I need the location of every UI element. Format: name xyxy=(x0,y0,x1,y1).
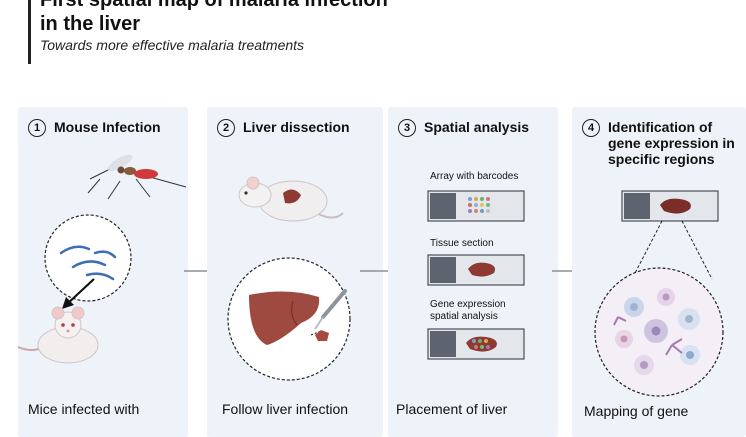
step-panel-3: 3 Spatial analysis Array with barcodes T… xyxy=(388,107,558,437)
zoom-lines xyxy=(631,220,713,280)
step-number-4: 4 xyxy=(582,119,600,137)
step-header-3: 3 Spatial analysis xyxy=(398,119,552,137)
mosquito-icon xyxy=(87,154,187,200)
step-header-4: 4 Identification of gene expression in s… xyxy=(582,119,740,167)
title-accent-bar xyxy=(28,0,31,64)
sporozoite-icon xyxy=(44,214,132,302)
slide-icon xyxy=(427,254,525,286)
step-caption-3: Placement of liver xyxy=(396,401,508,417)
array-label: Array with barcodes xyxy=(430,171,519,182)
step-panel-4: 4 Identification of gene expression in s… xyxy=(572,107,746,437)
step-number-3: 3 xyxy=(398,119,416,137)
step-panel-1: 1 Mouse Infection Mice infected with xyxy=(17,107,188,437)
gene-expression-label: Gene expression spatial analysis xyxy=(430,299,506,322)
barcode-array xyxy=(468,197,490,213)
page-subtitle: Towards more effective malaria treatment… xyxy=(40,37,305,53)
step-caption-2: Follow liver infection xyxy=(222,401,349,417)
slide-icon xyxy=(621,190,719,222)
step-title-1: Mouse Infection xyxy=(54,119,161,135)
mouse-icon xyxy=(238,176,344,222)
cells-icon xyxy=(594,267,724,397)
mosquito-to-mouse-arrow xyxy=(62,278,95,309)
step-title-4: Identification of gene expression in spe… xyxy=(608,119,735,167)
step-caption-4: Mapping of gene xyxy=(584,403,689,419)
step-panel-2: 2 Liver dissection Follow liver infectio… xyxy=(207,107,383,437)
step-caption-1: Mice infected with xyxy=(28,401,140,417)
step-title-3: Spatial analysis xyxy=(424,119,530,135)
liver-icon xyxy=(227,257,351,381)
tissue-sample-icon xyxy=(315,330,329,341)
slide-icon xyxy=(427,190,525,222)
step-header-1: 1 Mouse Infection xyxy=(28,119,182,137)
page-title: First spatial map of malaria infection i… xyxy=(40,0,388,35)
mouse-icon xyxy=(17,306,99,364)
tissue-label: Tissue section xyxy=(430,238,494,249)
step-number-1: 1 xyxy=(28,119,46,137)
slide-icon xyxy=(427,328,525,360)
step-header-2: 2 Liver dissection xyxy=(217,119,377,137)
step-title-2: Liver dissection xyxy=(243,119,350,135)
step-number-2: 2 xyxy=(217,119,235,137)
